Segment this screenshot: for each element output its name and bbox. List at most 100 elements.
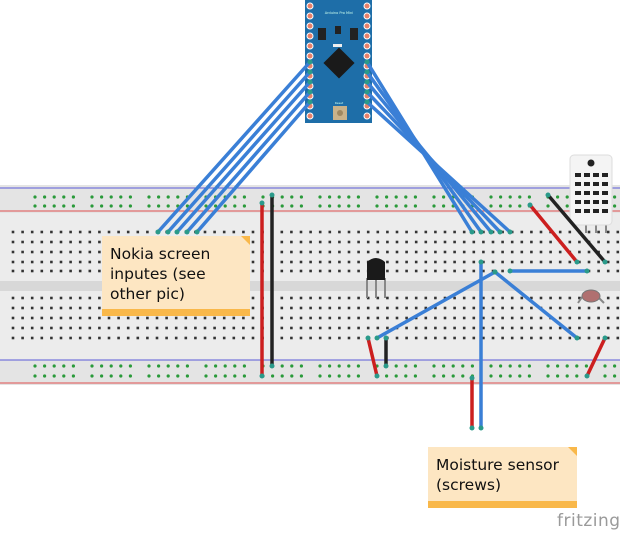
- wire-power-red[interactable]: [527, 202, 580, 265]
- breadboard-hole: [568, 306, 572, 310]
- wire-end: [364, 79, 370, 85]
- rail-hole: [43, 364, 47, 368]
- wire-nokia-signal[interactable]: [155, 59, 313, 235]
- breadboard-hole: [520, 230, 524, 234]
- rail-hole: [100, 204, 104, 208]
- breadboard-hole: [290, 250, 293, 254]
- breadboard-hole: [530, 306, 533, 310]
- breadboard-hole: [405, 230, 408, 234]
- breadboard-hole: [539, 240, 543, 244]
- breadboard-hole: [59, 250, 63, 254]
- wire-ground-black[interactable]: [269, 192, 275, 369]
- wire-power-red[interactable]: [259, 200, 265, 379]
- wire-power-red[interactable]: [365, 335, 380, 379]
- wire-moisture-power[interactable]: [469, 375, 475, 431]
- breadboard-hole: [146, 336, 149, 340]
- breadboard-hole: [482, 336, 485, 340]
- wire-nokia-signal[interactable]: [174, 79, 313, 235]
- breadboard-hole: [386, 250, 389, 254]
- breadboard-hole: [347, 326, 351, 330]
- breadboard-hole: [520, 336, 524, 340]
- breadboard-hole: [69, 230, 72, 234]
- breadboard-hole: [40, 260, 44, 264]
- rail-hole: [432, 204, 436, 208]
- breadboard-hole: [174, 336, 178, 340]
- breadboard-hole: [366, 316, 370, 320]
- rail-hole: [299, 195, 303, 199]
- dht-humidity-sensor[interactable]: [569, 154, 613, 233]
- breadboard-hole: [558, 316, 562, 320]
- breadboard-hole: [405, 260, 408, 264]
- dht-vent: [584, 200, 590, 204]
- breadboard-hole: [587, 336, 591, 340]
- breadboard-hole: [251, 269, 255, 273]
- rail-hole: [470, 364, 474, 368]
- wire-nokia-signal[interactable]: [194, 99, 313, 235]
- breadboard-hole: [462, 260, 466, 264]
- rail-hole: [157, 204, 161, 208]
- wire-signal[interactable]: [492, 269, 580, 341]
- rail-hole: [62, 374, 66, 378]
- breadboard-hole: [530, 230, 533, 234]
- breadboard-hole: [405, 269, 408, 273]
- breadboard-hole: [78, 260, 82, 264]
- rail-hole: [613, 364, 617, 368]
- arduino-pin: [306, 42, 314, 50]
- breadboard-hole: [69, 250, 72, 254]
- breadboard-hole: [59, 230, 63, 234]
- arduino-pro-mini[interactable]: Arduino Pro Mini Reset: [305, 0, 372, 123]
- breadboard-hole: [443, 326, 447, 330]
- breadboard-hole: [338, 326, 341, 330]
- note-nokia-screen[interactable]: Nokia screen inputes (see other pic): [102, 236, 250, 316]
- breadboard-hole: [395, 269, 399, 273]
- breadboard-hole: [222, 230, 226, 234]
- dht-vent: [593, 182, 599, 186]
- breadboard-hole: [69, 240, 72, 244]
- wire-arduino-signal[interactable]: [364, 99, 513, 235]
- wire-ground-black[interactable]: [545, 192, 608, 265]
- breadboard-hole: [40, 269, 44, 273]
- rail-hole: [328, 195, 332, 199]
- rail-hole: [214, 374, 218, 378]
- breadboard-hole: [434, 326, 437, 330]
- breadboard-hole: [616, 230, 620, 234]
- crystal: [333, 44, 342, 47]
- dht-vent: [584, 173, 590, 177]
- temperature-sensor-transistor[interactable]: [366, 258, 386, 298]
- wire-end: [545, 192, 551, 198]
- breadboard-hole: [616, 326, 620, 330]
- breadboard-hole: [616, 336, 620, 340]
- wire-end: [584, 373, 590, 379]
- rail-hole: [204, 364, 208, 368]
- rail-hole: [432, 374, 436, 378]
- breadboard-hole: [472, 316, 476, 320]
- breadboard-hole: [78, 230, 82, 234]
- rail-hole: [290, 374, 294, 378]
- breadboard-hole: [309, 250, 312, 254]
- arduino-pin: [306, 12, 314, 20]
- breadboard-hole: [597, 240, 600, 244]
- note-moisture-sensor[interactable]: Moisture sensor (screws): [428, 447, 577, 508]
- rail-hole: [147, 195, 151, 199]
- wire-nokia-signal[interactable]: [165, 69, 313, 235]
- wire-signal[interactable]: [507, 268, 590, 274]
- photoresistor[interactable]: [577, 289, 605, 304]
- breadboard-hole: [88, 326, 92, 330]
- rail-hole: [33, 204, 37, 208]
- breadboard-hole: [40, 296, 44, 300]
- wire-moisture-signal[interactable]: [478, 259, 484, 431]
- rail-hole: [233, 364, 237, 368]
- rail-hole: [451, 374, 455, 378]
- rail-hole: [508, 374, 512, 378]
- breadboard[interactable]: [0, 185, 620, 385]
- wire-power-red[interactable]: [584, 335, 608, 379]
- wire-nokia-signal[interactable]: [184, 89, 313, 235]
- breadboard-hole: [549, 296, 552, 300]
- breadboard-hole: [309, 269, 312, 273]
- breadboard-hole: [578, 296, 581, 300]
- wire-ground-black[interactable]: [383, 335, 389, 369]
- rail-hole: [280, 195, 284, 199]
- breadboard-hole: [184, 336, 188, 340]
- breadboard-hole: [117, 230, 120, 234]
- rail-hole: [347, 374, 351, 378]
